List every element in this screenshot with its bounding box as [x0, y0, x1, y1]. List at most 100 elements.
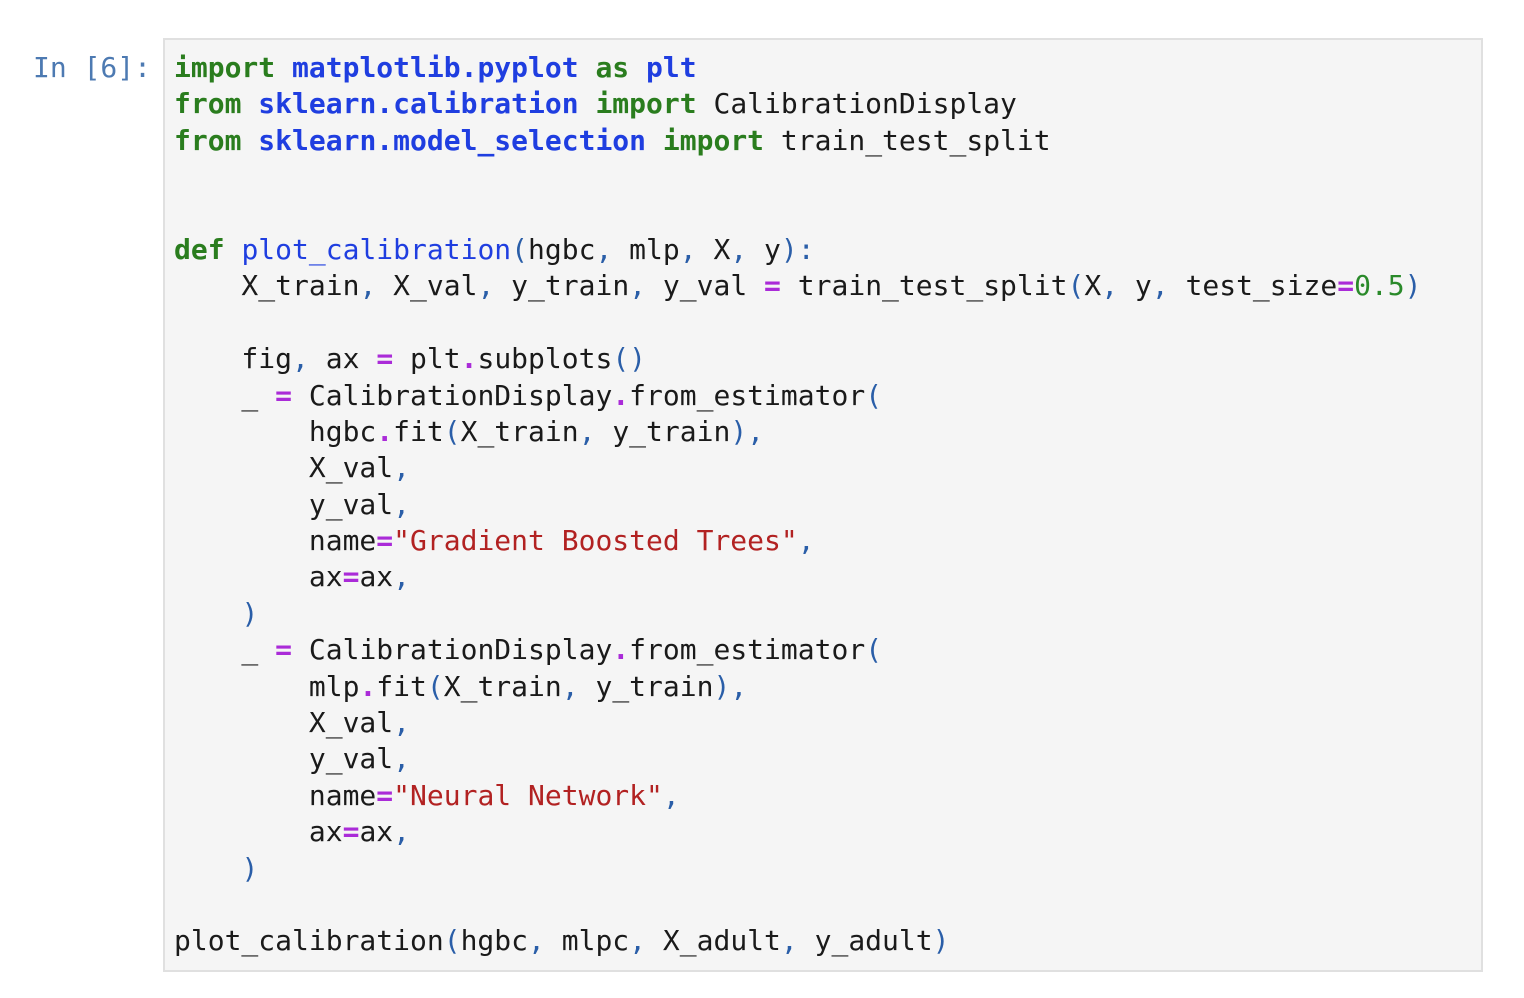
code-line: def plot_calibration(hgbc, mlp, X, y):	[174, 232, 1422, 268]
identifier-token: y_train	[595, 414, 731, 448]
identifier-token: subplots	[477, 342, 613, 376]
code-line: ax=ax,	[174, 559, 1422, 595]
punctuation-token: ,	[780, 924, 798, 958]
punctuation-token: ,	[528, 924, 545, 958]
keyword-token: import	[174, 51, 276, 84]
punctuation-token: ,	[393, 451, 411, 485]
punctuation-token: ,	[578, 414, 596, 448]
punctuation-token: ,	[477, 269, 495, 303]
identifier-token: X_train	[174, 269, 360, 303]
identifier-token: test_size	[1168, 269, 1338, 303]
whitespace-token	[275, 51, 292, 84]
identifier-token: ax	[359, 560, 394, 594]
operator-token: .	[612, 633, 630, 667]
whitespace-token	[629, 51, 646, 84]
module-token: plt	[646, 51, 697, 84]
keyword-token: import	[595, 87, 697, 121]
function-name-token: plot_calibration	[241, 232, 512, 266]
punctuation-token: ,	[292, 342, 309, 376]
keyword-token: from	[174, 123, 242, 157]
identifier-token: from_estimator	[629, 378, 866, 412]
identifier-token: plot_calibration	[174, 924, 444, 958]
identifier-token: y_train	[494, 269, 630, 303]
identifier-token: y	[1118, 269, 1152, 303]
punctuation-token: (	[443, 414, 461, 448]
whitespace-token	[241, 124, 258, 157]
punctuation-token: )	[241, 596, 259, 630]
code-line: hgbc.fit(X_train, y_train),	[174, 414, 1422, 450]
string-token: "Neural Network"	[393, 778, 663, 812]
identifier-token: plt	[393, 342, 461, 376]
identifier-token: y_train	[578, 669, 714, 703]
identifier-token: X_adult	[646, 924, 781, 958]
punctuation-token: )	[932, 924, 950, 958]
punctuation-token: ),	[713, 669, 748, 703]
identifier-token: CalibrationDisplay	[696, 87, 1017, 121]
code-line: name="Gradient Boosted Trees",	[174, 523, 1422, 559]
identifier-token: X	[696, 232, 731, 266]
identifier-token: fit	[376, 669, 427, 703]
punctuation-token: ,	[629, 269, 647, 303]
code-line	[174, 196, 1422, 232]
identifier-token: CalibrationDisplay	[292, 633, 613, 667]
punctuation-token: (	[426, 669, 444, 703]
punctuation-token: ,	[393, 815, 411, 849]
operator-token: =	[1337, 269, 1355, 303]
identifier-token: _	[174, 378, 276, 412]
operator-token: .	[376, 414, 394, 448]
operator-token: .	[612, 378, 630, 412]
operator-token: =	[342, 815, 360, 849]
punctuation-token: (	[511, 232, 529, 266]
identifier-token: mlpc	[544, 924, 630, 958]
module-token: sklearn.calibration	[258, 87, 579, 121]
code-line	[174, 305, 1422, 341]
identifier-token: fig	[174, 342, 293, 376]
code-line	[174, 887, 1422, 923]
punctuation-token: ()	[612, 342, 647, 376]
code-line: from sklearn.calibration import Calibrat…	[174, 86, 1422, 122]
identifier-token: y_val	[174, 742, 394, 776]
code-line: X_val,	[174, 705, 1422, 741]
punctuation-token: )	[1404, 269, 1422, 303]
identifier-token: X_val	[174, 706, 394, 740]
whitespace-token	[579, 51, 596, 84]
identifier-token: name	[174, 524, 377, 558]
whitespace-token	[579, 87, 596, 120]
operator-token: =	[342, 560, 360, 594]
identifier-token: CalibrationDisplay	[292, 378, 613, 412]
punctuation-token: ,	[393, 560, 411, 594]
code-line: )	[174, 596, 1422, 632]
whitespace-token	[646, 124, 663, 157]
whitespace-token	[241, 87, 258, 120]
cell-prompt: In [6]:	[33, 51, 152, 84]
punctuation-token: ,	[629, 924, 647, 958]
punctuation-token: (	[865, 378, 883, 412]
punctuation-token: (	[865, 633, 883, 667]
identifier-token: _	[174, 633, 276, 667]
identifier-token: name	[174, 778, 377, 812]
identifier-token: ax	[308, 342, 377, 376]
identifier-token: hgbc	[174, 414, 377, 448]
keyword-token: from	[174, 87, 242, 121]
whitespace-token	[225, 233, 242, 266]
module-token: sklearn.model_selection	[258, 123, 647, 157]
operator-token: =	[275, 633, 293, 667]
identifier-token: train_test_split	[764, 123, 1051, 157]
identifier-token: hgbc	[528, 232, 596, 266]
whitespace-token	[174, 597, 241, 630]
operator-token: =	[275, 378, 293, 412]
punctuation-token: (	[443, 924, 461, 958]
punctuation-token: ,	[595, 232, 613, 266]
punctuation-token: ,	[561, 669, 579, 703]
identifier-token: y	[747, 232, 781, 266]
code-input-area[interactable]	[163, 38, 1483, 972]
code-line: import matplotlib.pyplot as plt	[174, 50, 1422, 86]
identifier-token: X_val	[174, 451, 394, 485]
code-line: _ = CalibrationDisplay.from_estimator(	[174, 378, 1422, 414]
punctuation-token: ,	[1101, 269, 1119, 303]
module-token: matplotlib.pyplot	[292, 51, 579, 84]
keyword-token: import	[662, 123, 765, 157]
code-line: _ = CalibrationDisplay.from_estimator(	[174, 632, 1422, 668]
